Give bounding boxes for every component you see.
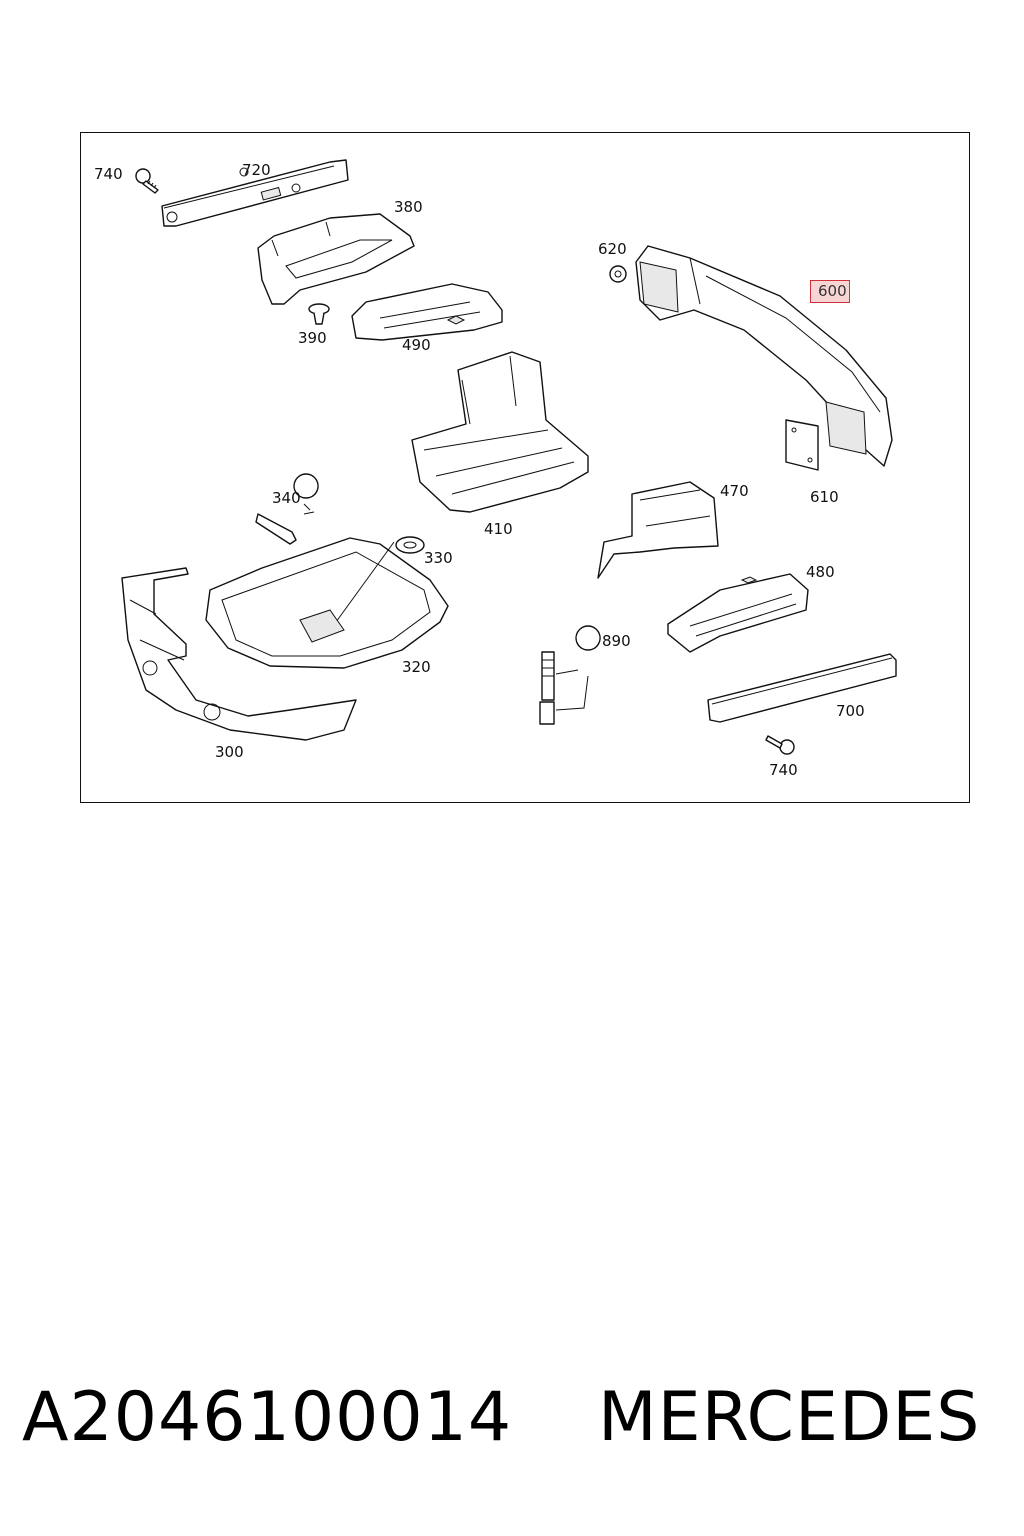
callout-600-highlighted[interactable]: 600 bbox=[810, 280, 850, 303]
part-380-bracket bbox=[257, 213, 415, 305]
part-700-crossmember-lower bbox=[707, 653, 897, 723]
part-300-rear-panel bbox=[121, 567, 357, 741]
callout-890: 890 bbox=[602, 632, 631, 650]
part-number: A2046100014 bbox=[22, 1378, 513, 1457]
callout-330: 330 bbox=[424, 549, 453, 567]
footer: A2046100014 MERCEDES bbox=[22, 1378, 1012, 1458]
part-620-nut bbox=[609, 265, 627, 283]
callout-490: 490 bbox=[402, 336, 431, 354]
part-740-screw-top bbox=[135, 168, 159, 194]
part-330-grommet bbox=[395, 536, 425, 554]
callout-410: 410 bbox=[484, 520, 513, 538]
callout-470: 470 bbox=[720, 482, 749, 500]
part-340-bolt bbox=[255, 473, 319, 545]
callout-700: 700 bbox=[836, 702, 865, 720]
callout-340: 340 bbox=[272, 489, 301, 507]
part-390-clip bbox=[308, 303, 330, 325]
part-740-screw-bottom bbox=[765, 735, 795, 755]
part-610-plate bbox=[785, 419, 819, 471]
callout-390: 390 bbox=[298, 329, 327, 347]
part-890-bolts bbox=[539, 625, 601, 725]
callout-720: 720 bbox=[242, 161, 271, 179]
callout-320: 320 bbox=[402, 658, 431, 676]
callout-620: 620 bbox=[598, 240, 627, 258]
callout-480: 480 bbox=[806, 563, 835, 581]
part-410-floor-section bbox=[411, 351, 589, 513]
diagram-frame bbox=[80, 132, 970, 803]
part-720-crossmember-upper bbox=[161, 159, 349, 227]
part-320-spare-wheel-well bbox=[205, 537, 449, 669]
part-470-side-bracket bbox=[597, 481, 719, 579]
callout-300: 300 bbox=[215, 743, 244, 761]
callout-380: 380 bbox=[394, 198, 423, 216]
part-600-bumper-reinforcement bbox=[635, 245, 893, 467]
brand-name: MERCEDES bbox=[598, 1378, 981, 1457]
callout-740-bottom: 740 bbox=[769, 761, 798, 779]
part-490-floor-panel bbox=[351, 283, 503, 341]
part-480-side-panel bbox=[667, 573, 809, 653]
callout-740-top: 740 bbox=[94, 165, 123, 183]
callout-610: 610 bbox=[810, 488, 839, 506]
